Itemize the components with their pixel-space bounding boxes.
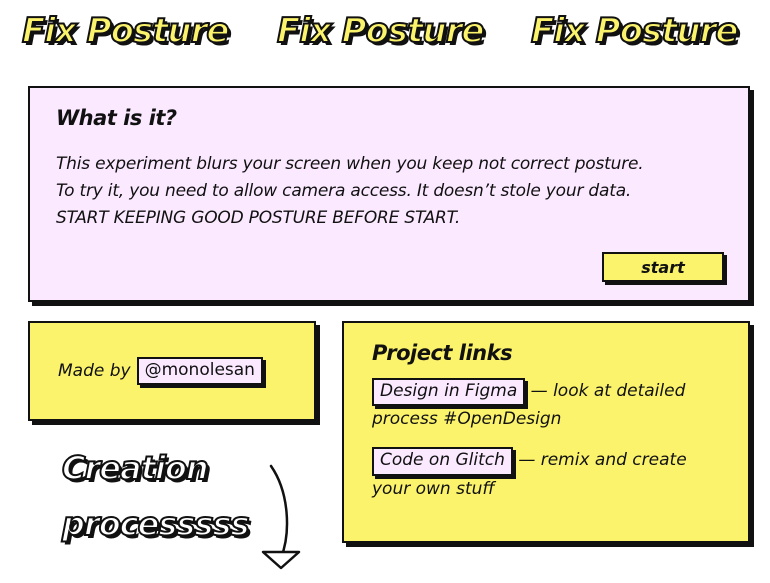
logo-fix-posture: Fix Posture <box>21 11 230 51</box>
about-card: What is it? This experiment blurs your s… <box>28 86 750 302</box>
figma-link-description: — look at detailed process #OpenDesign <box>372 381 686 430</box>
made-by-label: Made by <box>58 361 131 381</box>
about-line: To try it, you need to allow camera acce… <box>56 181 632 202</box>
about-line: This experiment blurs your screen when y… <box>56 154 644 175</box>
logo-fix-posture: Fix Posture <box>530 11 739 51</box>
link-entry-figma: Design in Figma — look at detailed proce… <box>372 378 720 433</box>
made-by-card: Made by @monolesan <box>28 321 316 421</box>
project-links-heading: Project links <box>372 341 513 365</box>
glitch-link[interactable]: Code on Glitch <box>372 447 513 476</box>
start-button[interactable]: start <box>602 252 724 282</box>
about-line: START KEEPING GOOD POSTURE BEFORE START. <box>56 208 461 229</box>
creation-process-title: Creation <box>61 449 210 487</box>
link-entry-glitch: Code on Glitch — remix and create your o… <box>372 447 720 502</box>
about-heading: What is it? <box>56 106 177 130</box>
creation-process-title: processsss <box>61 505 251 543</box>
about-description: This experiment blurs your screen when y… <box>56 151 722 232</box>
glitch-link-description: — remix and create your own stuff <box>372 450 687 499</box>
author-link[interactable]: @monolesan <box>136 356 263 386</box>
arrow-down-icon[interactable] <box>255 462 305 572</box>
project-links-card: Project links Design in Figma — look at … <box>342 321 750 543</box>
figma-link[interactable]: Design in Figma <box>372 378 526 407</box>
project-links-list: Design in Figma — look at detailed proce… <box>372 378 720 503</box>
logo-fix-posture: Fix Posture <box>276 11 485 51</box>
